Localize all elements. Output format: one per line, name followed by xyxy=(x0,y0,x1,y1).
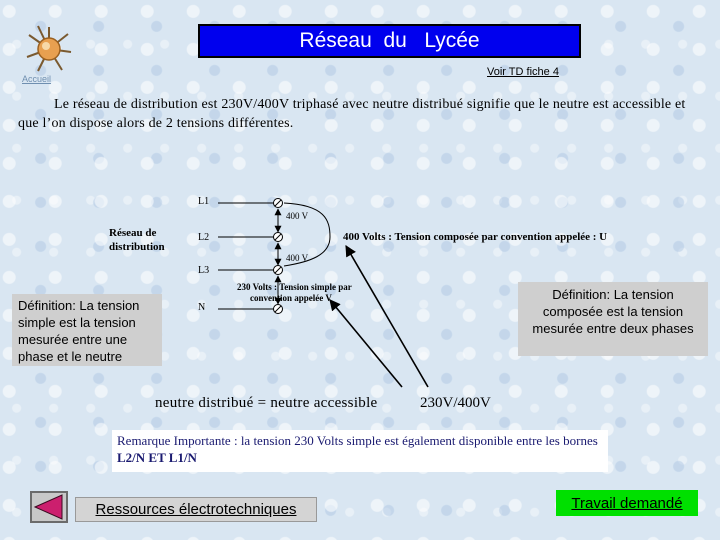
remark-bold: L2/N ET L1/N xyxy=(117,450,197,465)
pointer-simple xyxy=(329,299,403,388)
neutre-statement: neutre distribué = neutre accessible xyxy=(155,395,378,411)
composed-voltage-label: 400 Volts : Tension composée par convent… xyxy=(343,231,607,243)
resources-button[interactable]: Ressources électrotechniques xyxy=(75,497,317,522)
label-n: N xyxy=(198,302,205,313)
voltage-statement: 230V/400V xyxy=(420,395,491,411)
network-label-line2: distribution xyxy=(109,241,165,253)
label-l3: L3 xyxy=(198,265,209,276)
pointer-composed xyxy=(345,245,429,388)
page-title: Réseau du Lycée xyxy=(198,24,581,58)
td-fiche-link[interactable]: Voir TD fiche 4 xyxy=(487,66,559,78)
definition-composee: Définition: La tension composée est la t… xyxy=(518,282,708,356)
terminal-l2 xyxy=(273,232,283,242)
logo-icon[interactable] xyxy=(24,24,74,74)
terminal-l3 xyxy=(273,265,283,275)
network-label-line1: Réseau de xyxy=(109,227,156,239)
bracket-composed xyxy=(283,202,331,267)
intro-paragraph: Le réseau de distribution est 230V/400V … xyxy=(18,97,686,131)
simple-voltage-label-line2: convention appelée V xyxy=(250,293,332,303)
home-link[interactable]: Accueil xyxy=(22,74,52,84)
terminal-l1 xyxy=(273,198,283,208)
travail-demande-button[interactable]: Travail demandé xyxy=(556,490,698,516)
label-l1: L1 xyxy=(198,196,209,207)
remark-text: Remarque Importante : la tension 230 Vol… xyxy=(117,433,598,448)
back-button[interactable] xyxy=(30,491,68,523)
simple-voltage-label-line1: 230 Volts : Tension simple par xyxy=(237,282,352,292)
voltage-l1-l2: 400 V xyxy=(286,211,309,221)
terminal-n xyxy=(273,304,283,314)
remark-box: Remarque Importante : la tension 230 Vol… xyxy=(112,430,608,472)
label-l2: L2 xyxy=(198,232,209,243)
definition-simple: Définition: La tension simple est la ten… xyxy=(12,294,162,366)
back-arrow-icon xyxy=(33,494,63,520)
voltage-l2-l3: 400 V xyxy=(286,253,309,263)
